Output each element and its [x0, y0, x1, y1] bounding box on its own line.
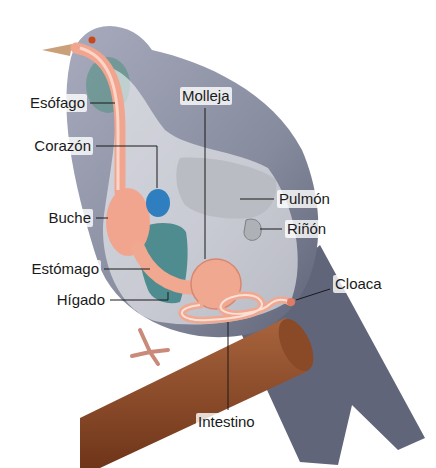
gizzard [191, 259, 241, 309]
leader-line [240, 199, 274, 200]
part-label: Cloaca [333, 275, 384, 293]
intestine [182, 295, 290, 320]
leader-lines [90, 103, 330, 410]
leader-line [296, 289, 330, 300]
part-label: Esófago [28, 94, 87, 112]
esophagus-lumen [80, 48, 118, 190]
leader-line [104, 269, 150, 270]
lung [176, 158, 276, 219]
kidney [244, 219, 261, 240]
leader-line [96, 218, 108, 219]
body-cavity [103, 68, 298, 325]
part-label: Pulmón [277, 190, 332, 208]
stomach [138, 248, 196, 288]
leader-line [228, 322, 229, 410]
part-label: Riñón [285, 220, 328, 238]
part-label: Intestino [196, 413, 257, 431]
part-label: Estómago [29, 260, 101, 278]
intestine-lumen [182, 295, 290, 320]
foot [132, 330, 168, 364]
leader-line [205, 108, 206, 259]
perch [80, 318, 307, 468]
perch-end [271, 314, 320, 377]
part-label: Corazón [32, 137, 93, 155]
heart [146, 189, 170, 217]
part-label: Molleja [180, 87, 232, 105]
part-label: Hígado [55, 291, 107, 309]
part-label: Buche [46, 209, 93, 227]
leader-line [96, 146, 157, 188]
leader-line [90, 103, 115, 104]
cloaca [287, 298, 295, 306]
esophagus [76, 48, 120, 192]
leader-line [260, 229, 282, 230]
beak [42, 44, 72, 56]
eye [89, 37, 96, 44]
leader-line [110, 292, 168, 300]
